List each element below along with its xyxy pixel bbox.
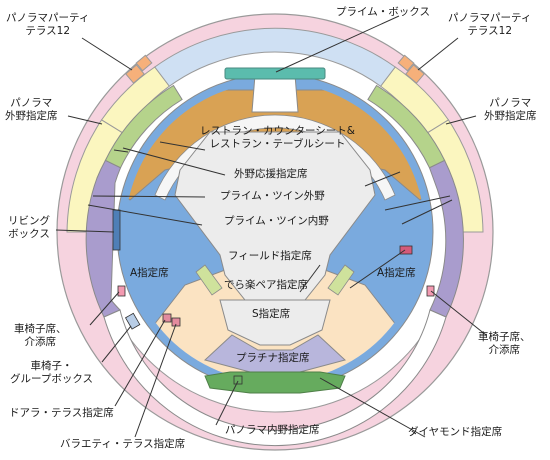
living-band-left[interactable] <box>85 159 122 318</box>
derakuraku-pair-right[interactable] <box>327 264 355 296</box>
panorama-party-terrace-left[interactable] <box>125 54 153 84</box>
wheelchair-box-a[interactable] <box>233 375 243 385</box>
infield-lower-band <box>103 309 447 447</box>
a-right-mark[interactable] <box>399 245 413 255</box>
variety-terrace-seat[interactable] <box>171 317 181 327</box>
platinum-seat[interactable] <box>203 334 347 373</box>
outfield-band-left[interactable] <box>104 84 183 169</box>
label-wheelchair-group[interactable]: 車椅子・ グループボックス <box>10 360 94 385</box>
label-prime-twin-outfield[interactable]: プライム・ツイン外野 <box>220 190 325 202</box>
s-seat[interactable] <box>219 299 331 346</box>
field-seat[interactable] <box>174 131 376 301</box>
label-variety-terrace[interactable]: バラエティ・テラス指定席 <box>60 438 186 450</box>
label-a-right[interactable]: A指定席 <box>377 267 416 279</box>
wheelchair-right-mark[interactable] <box>426 285 435 297</box>
label-doara-terrace[interactable]: ドアラ・テラス指定席 <box>9 407 114 419</box>
label-a-left[interactable]: A指定席 <box>130 267 169 279</box>
label-panorama-infield[interactable]: パノラマ内野指定席 <box>225 424 320 436</box>
derakuraku-pair-left[interactable] <box>195 264 223 296</box>
living-box-seat[interactable] <box>112 209 121 251</box>
restaurant-strip[interactable] <box>224 67 326 80</box>
label-wheelchair-right[interactable]: 車椅子席、 介添席 <box>478 331 531 356</box>
label-diamond[interactable]: ダイヤモンド指定席 <box>408 426 503 438</box>
label-restaurant[interactable]: レストラン・カウンターシート& レストラン・テーブルシート <box>200 125 355 150</box>
label-panorama-party-left[interactable]: パノラマパーティ テラス12 <box>6 12 90 37</box>
label-panorama-outfield-right[interactable]: パノラマ 外野指定席 <box>484 97 537 122</box>
label-field-seat[interactable]: フィールド指定席 <box>228 250 312 262</box>
label-prime-twin-infield[interactable]: プライム・ツイン内野 <box>224 215 329 227</box>
label-panorama-party-right[interactable]: パノラマパーティ テラス12 <box>448 12 532 37</box>
leader-lines <box>55 15 487 438</box>
label-s-seat[interactable]: S指定席 <box>252 308 291 320</box>
label-prime-box[interactable]: プライム・ボックス <box>336 6 430 18</box>
wheelchair-group-box[interactable] <box>124 312 141 330</box>
wheelchair-left-mark[interactable] <box>117 285 126 297</box>
label-living-box[interactable]: リビング ボックス <box>8 215 50 240</box>
label-outfield-support[interactable]: 外野応援指定席 <box>234 168 308 180</box>
doara-terrace-seat[interactable] <box>162 313 172 323</box>
restaurant-seat[interactable] <box>251 74 299 113</box>
label-derakuraku-pair[interactable]: でら楽ペア指定席 <box>224 279 308 291</box>
label-panorama-outfield-left[interactable]: パノラマ 外野指定席 <box>5 97 58 122</box>
label-platinum[interactable]: プラチナ指定席 <box>236 352 310 364</box>
diamond-seat[interactable] <box>204 371 346 394</box>
label-wheelchair-left[interactable]: 車椅子席、 介添席 <box>14 323 67 348</box>
